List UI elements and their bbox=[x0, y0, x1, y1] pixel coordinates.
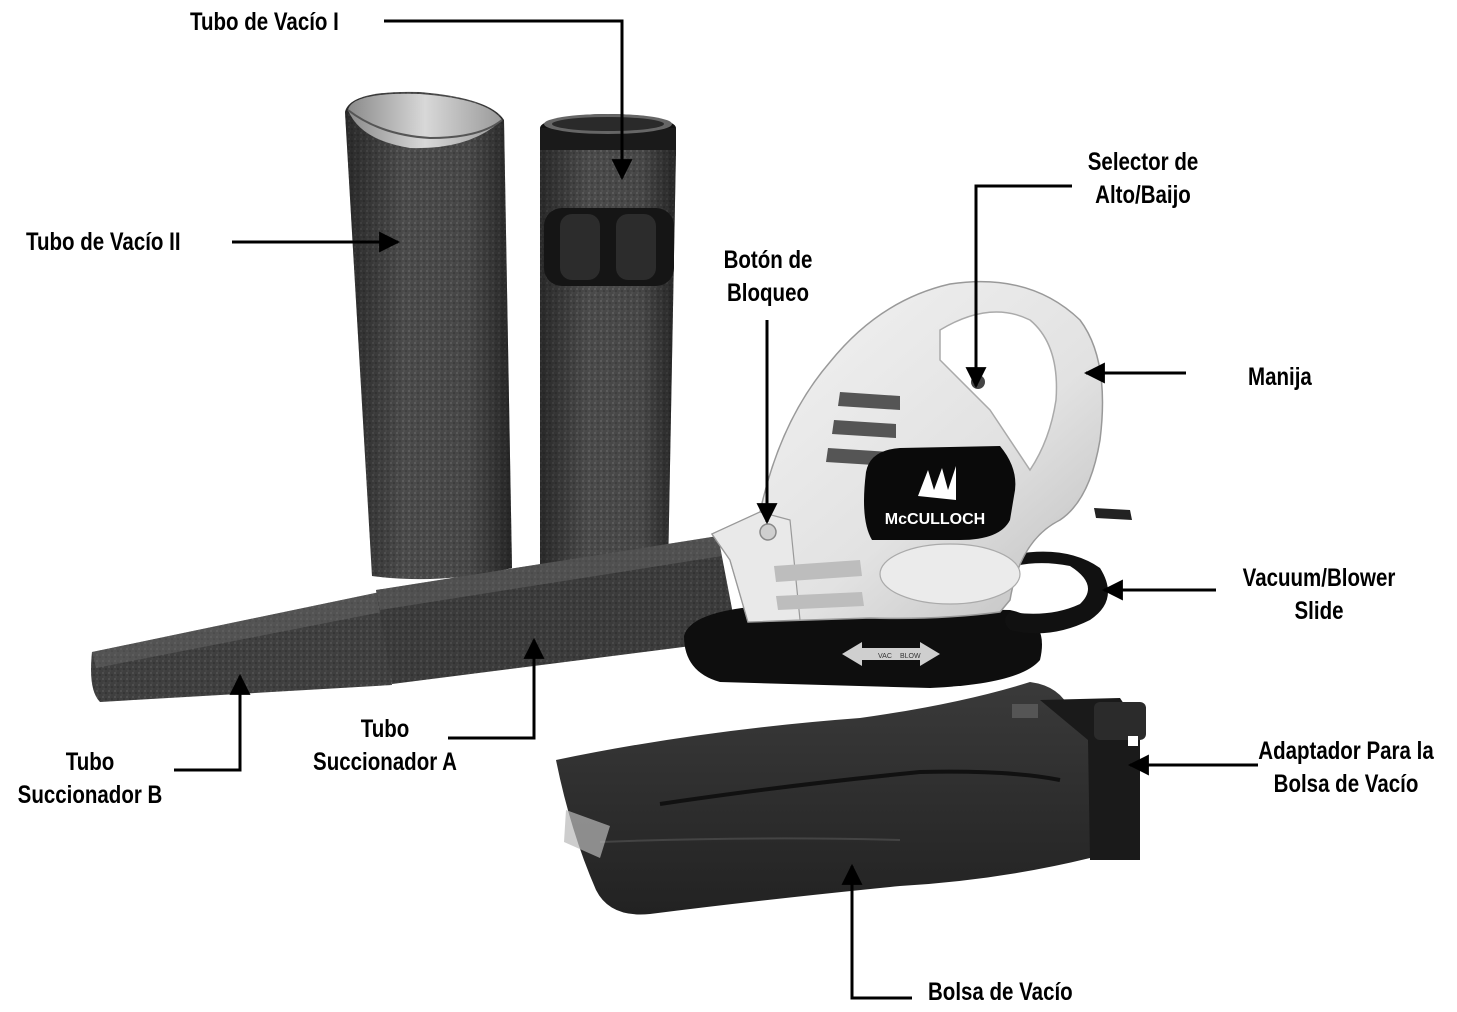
brand-logo-text: McCULLOCH bbox=[885, 511, 985, 528]
label-boton: Botón de Bloqueo bbox=[723, 246, 813, 307]
label-tubo-a: Tubo Succionador A bbox=[313, 715, 457, 776]
label-slide: Vacuum/Blower Slide bbox=[1242, 564, 1396, 625]
label-manija: Manija bbox=[1248, 363, 1312, 391]
brand-logo-mark bbox=[918, 466, 956, 500]
leader-bolsa bbox=[841, 863, 912, 1000]
leader-tubo-vacio-1 bbox=[384, 19, 633, 181]
vacuum-tube-1 bbox=[540, 114, 676, 576]
label-bolsa: Bolsa de Vacío bbox=[928, 978, 1073, 1006]
base-plate: VAC BLOW bbox=[684, 551, 1108, 688]
label-tubo-b: Tubo Succionador B bbox=[17, 748, 163, 809]
label-tubo-vacio-1: Tubo de Vacío I bbox=[190, 8, 339, 36]
leader-selector bbox=[965, 184, 1072, 389]
switch-symbol-blow: BLOW bbox=[900, 653, 921, 660]
blower-body: McCULLOCH bbox=[710, 280, 1132, 623]
label-adaptador: Adaptador Para la Bolsa de Vacío bbox=[1258, 737, 1434, 798]
suction-tube-a bbox=[376, 536, 738, 684]
leader-tubo-a bbox=[448, 637, 545, 740]
vacuum-tube-2 bbox=[345, 91, 512, 580]
vacuum-bag bbox=[556, 682, 1146, 915]
suction-tube-b bbox=[91, 592, 392, 702]
label-tubo-vacio-2: Tubo de Vacío II bbox=[26, 228, 181, 256]
leader-lines bbox=[174, 19, 1258, 1000]
leader-tubo-b bbox=[174, 673, 251, 772]
switch-symbol-vac: VAC bbox=[878, 653, 892, 660]
label-selector: Selector de Alto/Baijo bbox=[1087, 148, 1199, 209]
